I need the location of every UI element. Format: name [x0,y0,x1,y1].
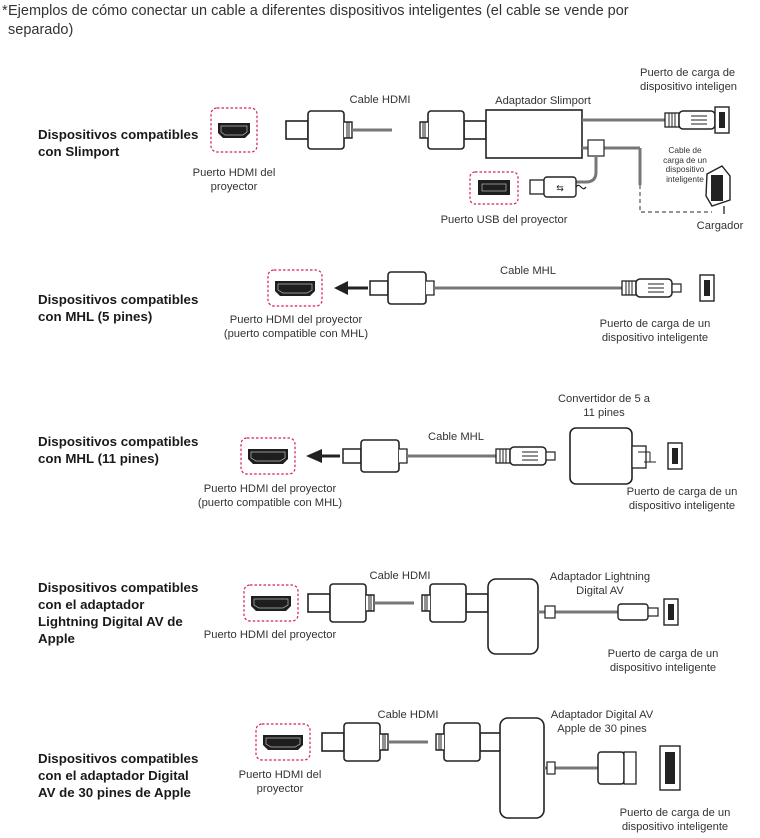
label-line: Adaptador Digital AV [550,709,654,721]
section-title-slimport: Dispositivos compatibles con Slimport [38,126,198,160]
label-slimport-adapter: Adaptador Slimport [495,95,591,107]
title-line: con el adaptador Digital [38,768,189,783]
label-hdmi-cable: Cable HDMI [377,709,439,721]
label-line: Puerto de carga de un [619,807,731,819]
intro-line-1: Ejemplos de cómo conectar un cable a dif… [8,3,629,19]
label-charge-port: Puerto de carga de un dispositivo inteli… [606,485,758,513]
label-line: Cable de [668,145,702,155]
label-mhl-cable: Cable MHL [500,265,556,277]
label-hdmi-cable: Cable HDMI [369,570,431,582]
svg-text:⇆: ⇆ [556,184,564,194]
label-line: 11 pines [583,407,625,419]
section-title-mhl-5: Dispositivos compatibles con MHL (5 pine… [38,291,198,325]
intro-line-2: separado) [8,22,74,38]
title-line: con MHL (11 pines) [38,451,159,466]
title-line: Dispositivos compatibles [38,751,199,766]
title-line: Dispositivos compatibles [38,580,199,595]
label-line: dispositivo [665,164,705,174]
title-line: con MHL (5 pines) [38,309,153,324]
label-line: dispositivo inteligente [621,821,729,833]
label-lightning-adapter: Adaptador Lightning Digital AV [532,570,668,598]
label-hdmi-port: Puerto HDMI del proyector (puerto compat… [190,482,350,510]
label-line: Puerto HDMI del proyector [203,629,337,641]
label-line: dispositivo inteligente [609,662,717,674]
label-line: (puerto compatible con MHL) [223,328,369,340]
section-title-30pin: Dispositivos compatibles con el adaptado… [38,750,198,801]
title-line: Dispositivos compatibles [38,127,199,142]
label-line: Puerto HDMI del [238,769,322,781]
label-line: Adaptador Lightning [549,571,651,583]
title-line: Apple [38,631,75,646]
label-line: Puerto de carga de un [599,318,711,330]
label-line: dispositivo inteligente [601,332,709,344]
label-line: Puerto HDMI del proyector [203,483,337,495]
title-line: con Slimport [38,144,120,159]
label-line: dispositivo inteligen [640,81,738,93]
label-hdmi-port: Puerto HDMI del proyector [178,166,290,194]
intro-note: * Ejemplos de cómo conectar un cable a d… [2,2,748,40]
title-line: con el adaptador [38,597,145,612]
label-line: Puerto de carga de [640,67,736,79]
label-line: Puerto HDMI del [192,167,276,179]
label-hdmi-port: Puerto HDMI del proyector [220,768,340,796]
label-converter: Convertidor de 5 a 11 pines [544,392,664,420]
label-line: proyector [256,783,304,795]
title-line: AV de 30 pines de Apple [38,785,191,800]
label-hdmi-cable: Cable HDMI [349,94,411,106]
label-line: dispositivo inteligente [628,500,736,512]
label-line: Apple de 30 pines [557,723,647,735]
label-charge-port: Puerto de carga de un dispositivo inteli… [588,647,738,675]
label-charger: Cargador [696,220,744,232]
label-line: carga de un [663,154,707,165]
label-charge-port: Puerto de carga de dispositivo inteligen [640,66,760,94]
label-line: proyector [210,181,258,193]
section-title-lightning: Dispositivos compatibles con el adaptado… [38,579,198,647]
label-30pin-adapter: Adaptador Digital AV Apple de 30 pines [532,708,672,736]
title-line: Dispositivos compatibles [38,434,199,449]
label-line: inteligente [666,173,704,184]
label-line: Puerto de carga de un [626,486,738,498]
label-line: Digital AV [576,585,624,597]
section-title-mhl-11: Dispositivos compatibles con MHL (11 pin… [38,433,198,467]
label-line: Convertidor de 5 a [557,393,651,405]
footnote-asterisk: * [2,3,8,19]
label-mhl-cable: Cable MHL [428,431,484,443]
title-line: Lightning Digital AV de [38,614,183,629]
label-charge-cable: Cable de carga de un dispositivo intelig… [650,145,720,184]
label-charge-port: Puerto de carga de un dispositivo inteli… [600,806,750,834]
label-line: Puerto de carga de un [607,648,719,660]
label-charge-port: Puerto de carga de un dispositivo inteli… [580,317,730,345]
label-line: Puerto HDMI del proyector [229,314,363,326]
label-line: (puerto compatible con MHL) [197,497,343,509]
label-hdmi-port: Puerto HDMI del proyector (puerto compat… [216,313,376,341]
label-usb-port: Puerto USB del proyector [440,214,568,226]
label-hdmi-port: Puerto HDMI del proyector [190,628,350,642]
title-line: Dispositivos compatibles [38,292,199,307]
